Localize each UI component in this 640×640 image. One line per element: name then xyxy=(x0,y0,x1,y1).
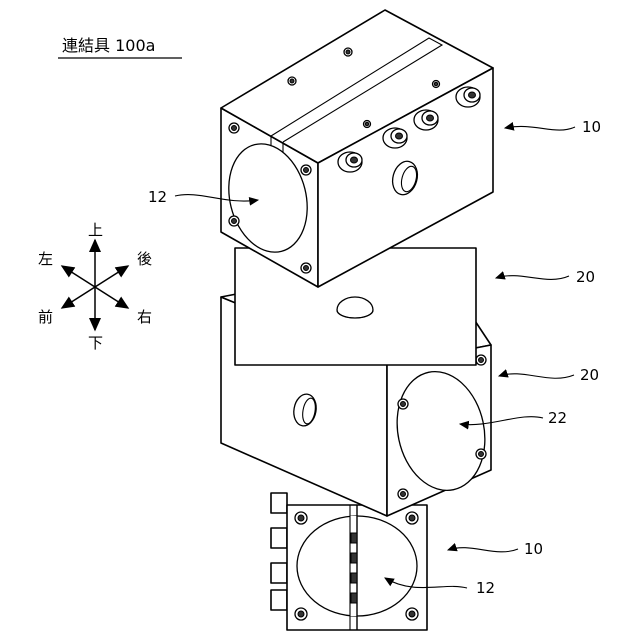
ref-label-top-circle: 12 xyxy=(148,188,167,206)
bolt-icon xyxy=(414,110,438,130)
seam-mark-1 xyxy=(351,533,357,543)
ref-label-middle-circle: 22 xyxy=(548,409,567,427)
direction-indicator xyxy=(62,240,128,330)
title-group: 連結具 100a xyxy=(58,36,182,58)
bottom-tab-1 xyxy=(271,493,287,513)
bolt-icon xyxy=(456,87,480,107)
ref-label-middle-upper: 20 xyxy=(576,268,595,286)
arrow-back-icon xyxy=(95,266,128,287)
bottom-tab-4 xyxy=(271,590,287,610)
ref-label-bottom-block: 10 xyxy=(524,540,543,558)
figure-title: 連結具 100a xyxy=(62,36,155,55)
direction-front-label: 前 xyxy=(38,308,53,326)
ref-label-middle-lower: 20 xyxy=(580,366,599,384)
bolt-icon xyxy=(338,152,362,172)
seam-mark-2 xyxy=(351,553,357,563)
bottom-tab-2 xyxy=(271,528,287,548)
middle-upper-recess xyxy=(337,297,373,318)
ref-label-bottom-circle: 12 xyxy=(476,579,495,597)
bottom-block-10 xyxy=(271,493,427,630)
seam-mark-3 xyxy=(351,573,357,583)
seam-mark-4 xyxy=(351,593,357,603)
ref-label-top-block: 10 xyxy=(582,118,601,136)
arrow-front-icon xyxy=(62,287,95,308)
direction-up-label: 上 xyxy=(88,221,103,239)
bolt-icon xyxy=(383,128,407,148)
direction-left-label: 左 xyxy=(38,250,53,268)
arrow-left-icon xyxy=(62,266,95,287)
direction-right-label: 右 xyxy=(137,308,152,326)
direction-down-label: 下 xyxy=(88,334,103,352)
top-block-10 xyxy=(218,10,493,287)
bottom-tab-3 xyxy=(271,563,287,583)
arrow-right-icon xyxy=(95,287,128,308)
direction-back-label: 後 xyxy=(137,250,152,268)
